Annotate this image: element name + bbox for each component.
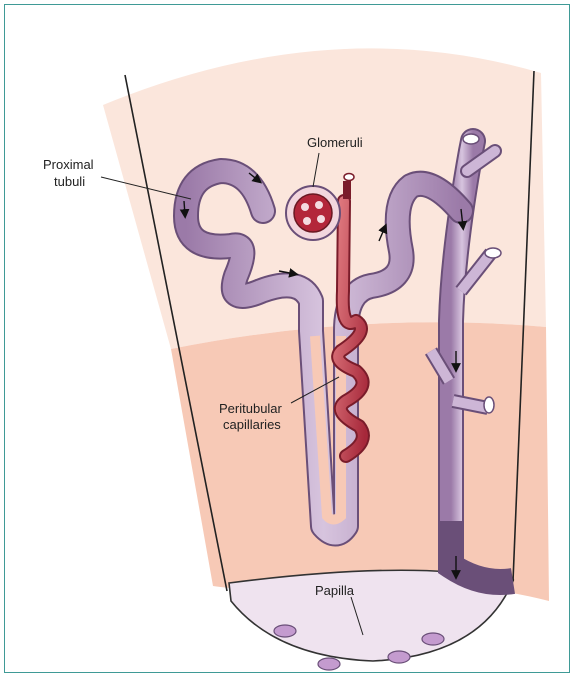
label-proximal-tubuli-2: tubuli [54,174,85,189]
glomerulus [286,186,340,240]
label-proximal-tubuli-1: Proximal [43,157,94,172]
medulla-region [171,322,549,601]
label-glomeruli: Glomeruli [307,135,363,150]
label-papilla: Papilla [315,583,355,598]
figure-frame: Proximal tubuli Glomeruli Peritubular ca… [4,4,570,673]
label-peritubular-1: Peritubular [219,401,283,416]
label-peritubular-2: capillaries [223,417,281,432]
kidney-diagram: Proximal tubuli Glomeruli Peritubular ca… [5,5,571,674]
